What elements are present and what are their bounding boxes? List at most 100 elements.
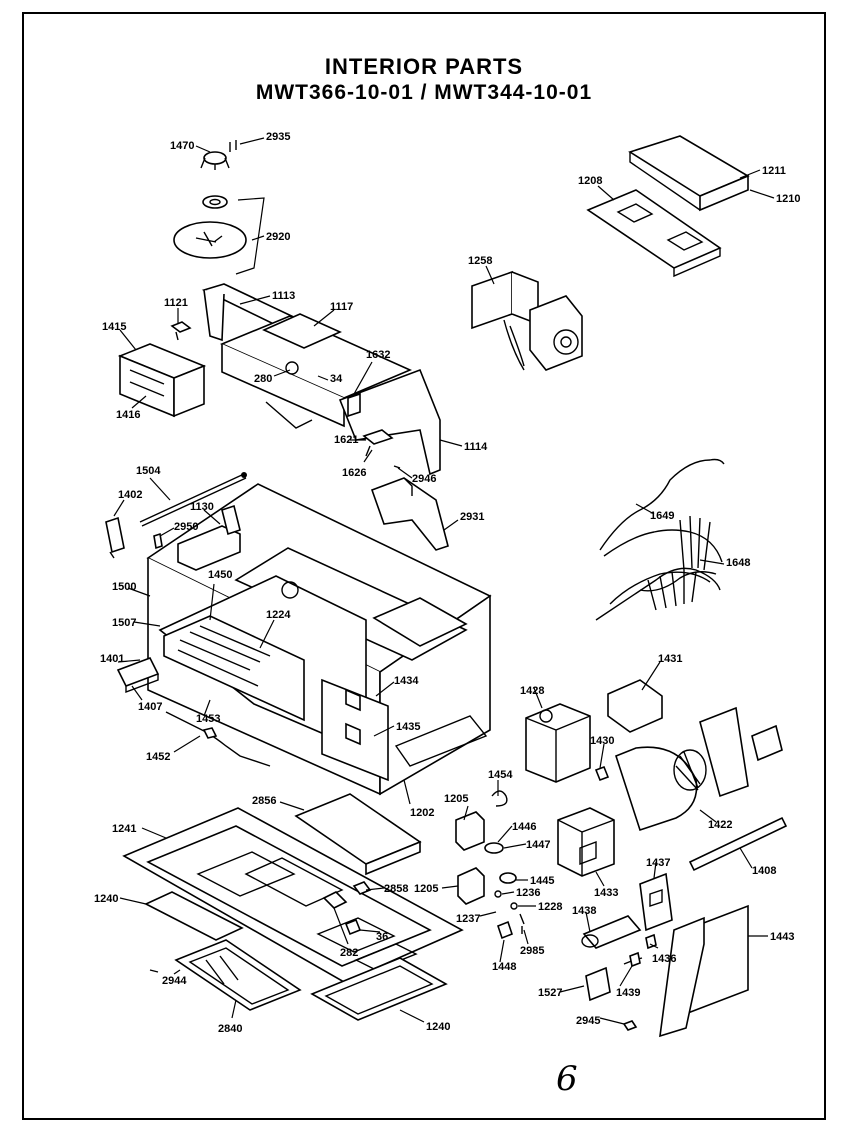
- callout-2950: 2950: [174, 521, 198, 533]
- model-numbers: MWT366-10-01 / MWT344-10-01: [255, 81, 593, 104]
- callout-1438: 1438: [572, 905, 596, 917]
- callout-1130: 1130: [190, 501, 214, 513]
- callout-2858: 2858: [384, 883, 408, 895]
- lever-1448-part: [497, 920, 513, 940]
- capacitor-part: [581, 915, 642, 949]
- callout-1202: 1202: [410, 807, 434, 819]
- callout-1428: 1428: [520, 685, 544, 697]
- bracket-2931-part: [370, 477, 449, 551]
- turntable-roller-part: [202, 195, 228, 209]
- callout-1454: 1454: [488, 769, 513, 781]
- top-mounting-plate-part: [586, 189, 722, 278]
- callout-1447: 1447: [526, 839, 550, 851]
- callout-1450: 1450: [208, 569, 232, 581]
- callout-labels: 1470 2935 1211 1208 1210 2920 1258 1121 …: [94, 131, 800, 1035]
- callout-1114: 1114: [464, 441, 488, 453]
- screw-2945-part: [622, 1020, 638, 1031]
- callout-1241: 1241: [112, 823, 136, 835]
- door-hinge-2944-part: [149, 969, 159, 973]
- callout-1504: 1504: [136, 465, 161, 477]
- switch-mount-bracket-part: [177, 504, 241, 571]
- callout-1430: 1430: [590, 735, 614, 747]
- callout-1237: 1237: [456, 913, 480, 925]
- callout-1527: 1527: [538, 987, 562, 999]
- callout-282: 282: [340, 947, 358, 959]
- fasteners-part: [494, 890, 525, 934]
- callout-1258: 1258: [468, 255, 492, 267]
- diode-bracket-1437-part: [639, 872, 673, 932]
- callout-1228: 1228: [538, 901, 562, 913]
- leader-lines: [113, 137, 775, 1025]
- wire-harness-part: [595, 458, 725, 621]
- callout-34: 34: [330, 373, 343, 385]
- callout-1431: 1431: [658, 653, 682, 665]
- callout-2840: 2840: [218, 1023, 242, 1035]
- bracket-1527-part: [585, 966, 611, 1002]
- page-number: 6: [556, 1059, 578, 1099]
- callout-1649: 1649: [650, 510, 674, 522]
- cam-1445-part: [499, 872, 517, 884]
- turntable-glass-tray-part: [173, 197, 265, 275]
- latch-rod-part: [139, 472, 247, 527]
- filter-1240-right-part: [310, 957, 448, 1021]
- connector-1454-part: [491, 790, 508, 807]
- callout-1507: 1507: [112, 617, 136, 629]
- side-panel-1443-part: [659, 904, 749, 1038]
- callout-1470: 1470: [170, 140, 194, 152]
- callout-1401: 1401: [100, 653, 124, 665]
- filter-1240-left-part: [144, 891, 244, 941]
- callout-1448: 1448: [492, 961, 516, 973]
- callout-1121: 1121: [164, 297, 188, 309]
- diagram-title: INTERIOR PARTS: [324, 54, 524, 79]
- exhaust-damper-box-part: [117, 343, 207, 418]
- callout-1433: 1433: [594, 887, 618, 899]
- choke-rail-part: [688, 816, 788, 872]
- waveguide-bracket-assembly-part: [201, 283, 441, 476]
- callout-1437: 1437: [646, 857, 670, 869]
- callout-1500: 1500: [112, 581, 136, 593]
- sensor-lead-part: [165, 711, 271, 767]
- screw-2950-part: [153, 532, 163, 550]
- callout-1408: 1408: [752, 865, 776, 877]
- callout-1210: 1210: [776, 193, 800, 205]
- switch-1205-lower-part: [457, 867, 485, 905]
- diode-1439-part: [623, 951, 643, 968]
- magnetron-part: [525, 703, 591, 783]
- callout-1621: 1621: [334, 434, 358, 446]
- latch-lever-part: [105, 516, 125, 559]
- callout-1446: 1446: [512, 821, 536, 833]
- callout-2935: 2935: [266, 131, 290, 143]
- callout-2931: 2931: [460, 511, 484, 523]
- switch-1205-upper-part: [455, 811, 485, 851]
- fan-motor-part: [471, 270, 583, 371]
- sheet-border: [22, 12, 826, 1120]
- turntable-coupler-part: [200, 140, 237, 170]
- thermal-cutout-part: [362, 429, 401, 469]
- callout-1452: 1452: [146, 751, 170, 763]
- grease-filter-cover-part: [294, 793, 422, 876]
- callout-1208: 1208: [578, 175, 602, 187]
- callout-1113: 1113: [272, 290, 295, 302]
- lamp-socket-part: [322, 881, 372, 936]
- callout-1205-lower: 1205: [414, 883, 438, 895]
- callout-1211: 1211: [762, 165, 786, 177]
- callout-1648: 1648: [726, 557, 750, 569]
- fuse-holder-1436-part: [645, 933, 657, 950]
- callout-1436: 1436: [652, 953, 676, 965]
- callout-1435: 1435: [396, 721, 420, 733]
- transformer-part: [557, 807, 615, 877]
- callout-1415: 1415: [102, 321, 126, 333]
- callout-36: 36: [376, 931, 388, 943]
- blower-housing-part: [607, 679, 663, 733]
- callout-1453: 1453: [196, 713, 220, 725]
- callout-2944: 2944: [162, 975, 187, 987]
- callout-1407: 1407: [138, 701, 162, 713]
- callout-2920: 2920: [266, 231, 290, 243]
- thermostat-1430-part: [594, 765, 610, 782]
- callout-1626: 1626: [342, 467, 366, 479]
- callout-1443: 1443: [770, 931, 794, 943]
- callout-1632: 1632: [366, 349, 390, 361]
- switch-1121-part: [170, 321, 192, 341]
